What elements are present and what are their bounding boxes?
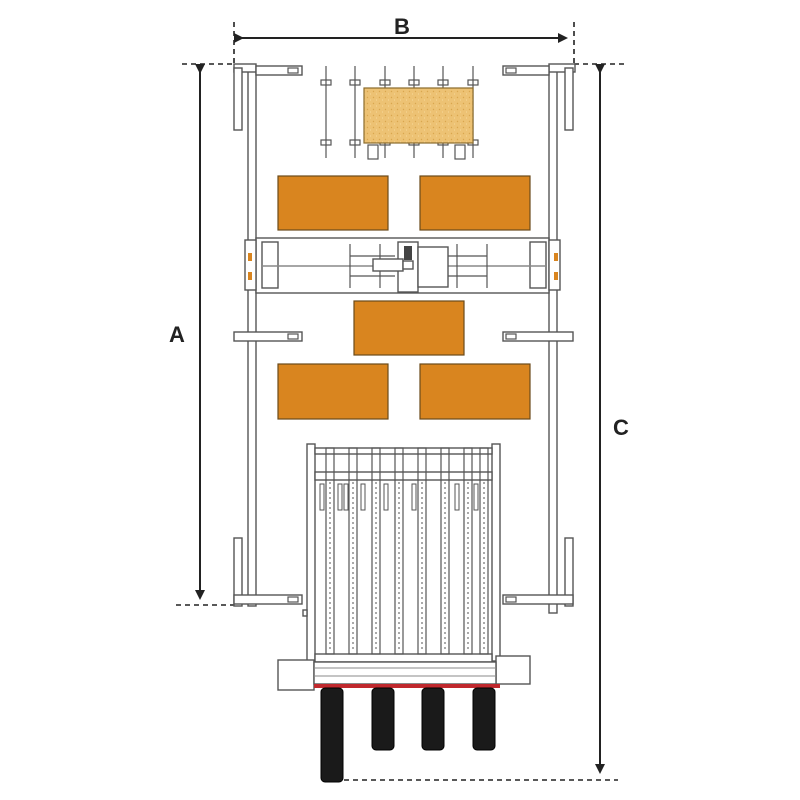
pallet-row1-right (419, 175, 531, 231)
pallet-row3-right (419, 363, 531, 420)
loaded-pallet (363, 87, 474, 144)
wheel-3 (421, 687, 445, 751)
dimension-c-label: C (613, 415, 629, 440)
clamp-carriage (244, 237, 561, 294)
wheel-4 (472, 687, 496, 751)
dimension-a: A (169, 63, 234, 606)
pallet-row1-left (277, 175, 389, 231)
pallet-center (353, 300, 465, 356)
dimension-b-label: B (394, 14, 410, 39)
red-strip (314, 684, 500, 688)
dimension-c: C (344, 63, 629, 781)
pallet-row3-left (277, 363, 389, 420)
dimension-a-label: A (169, 322, 185, 347)
mast-tines (319, 447, 489, 655)
front-forks (320, 66, 479, 160)
wheel-1 (320, 687, 344, 783)
rail-brackets (233, 63, 576, 607)
rear-mast-frame (302, 443, 501, 663)
pallet-group (277, 175, 531, 420)
dimension-b: B (233, 14, 575, 64)
rear-bumper (277, 655, 531, 691)
rear-wheels (320, 687, 496, 783)
wheel-2 (371, 687, 395, 751)
